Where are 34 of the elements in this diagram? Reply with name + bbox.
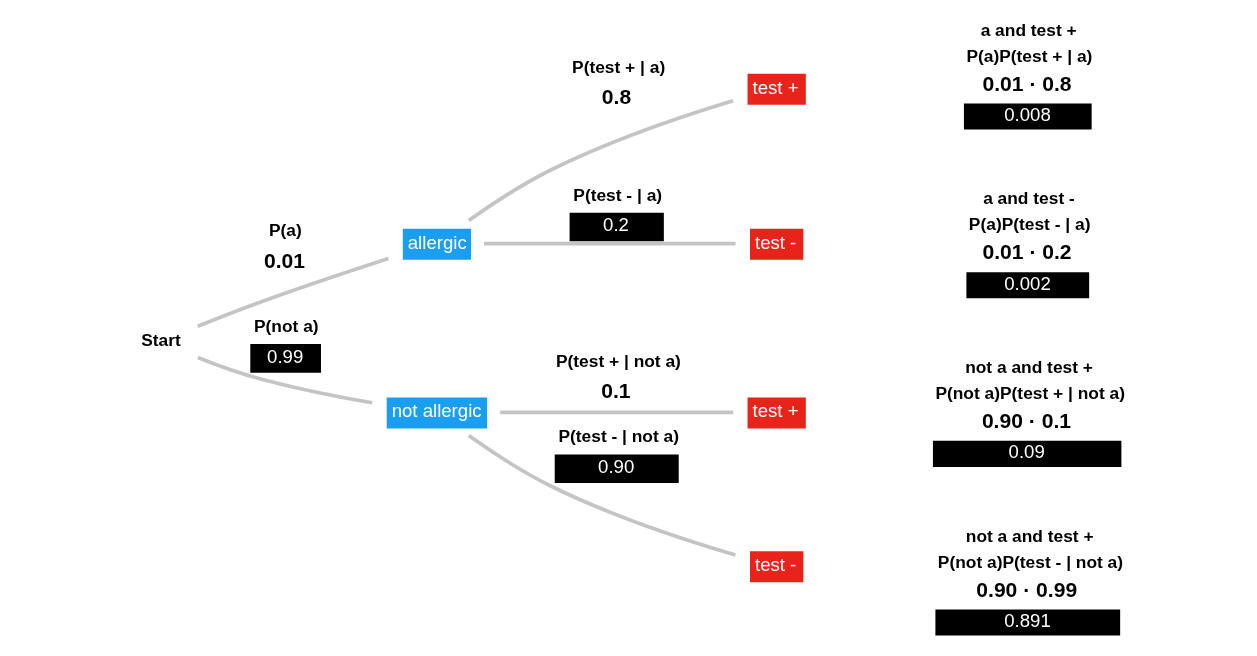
node-label: 0.008 [1004, 103, 1051, 125]
node-label: P(not a)P(test - | not a) [937, 551, 1124, 572]
edge-label: P(test - | not a) 0.90 [558, 426, 680, 478]
node-box: test - [750, 551, 804, 583]
node-label: 0.01 · 0.2 [982, 240, 1072, 264]
node-box: allergic [402, 228, 471, 260]
edge-label: P(test + | not a) 0.1 [555, 350, 681, 403]
node-label: P(not a)P(test + | not a) [935, 382, 1125, 403]
connector [197, 256, 390, 329]
edge-label: P(not a) 0.99 [254, 315, 319, 367]
edge-label: P(a) 0.01 [263, 220, 305, 272]
node-label: not a and test + [965, 356, 1093, 377]
node-label: not a and test + [965, 525, 1094, 546]
node-label: 0.90 · 0.99 [976, 577, 1078, 601]
node-label: P(a)P(test - | a) [968, 214, 1091, 235]
connector [500, 410, 734, 415]
edge-label: P(test + | a) 0.8 [572, 56, 666, 109]
node-label: 0.891 [1004, 609, 1051, 631]
node-text: Start [141, 329, 181, 350]
connector [484, 241, 736, 246]
node-box: test + [747, 397, 806, 429]
node-label: 0.90 · 0.1 [981, 408, 1071, 432]
node-label: a and test - [983, 188, 1075, 209]
node-label: 0.09 [1008, 441, 1045, 463]
edge-label: P(test - | a) 0.2 [573, 184, 663, 236]
connector [467, 98, 734, 223]
node-label: P(a)P(test + | a) [966, 45, 1093, 66]
node-label: 0.01 · 0.8 [982, 71, 1072, 95]
connector [467, 434, 736, 557]
node-box: not allergic [386, 397, 488, 429]
node-box: test + [747, 73, 806, 105]
node-label: 0.002 [1004, 272, 1051, 294]
node-label: a and test + [980, 19, 1077, 40]
node-box: test - [750, 228, 804, 260]
